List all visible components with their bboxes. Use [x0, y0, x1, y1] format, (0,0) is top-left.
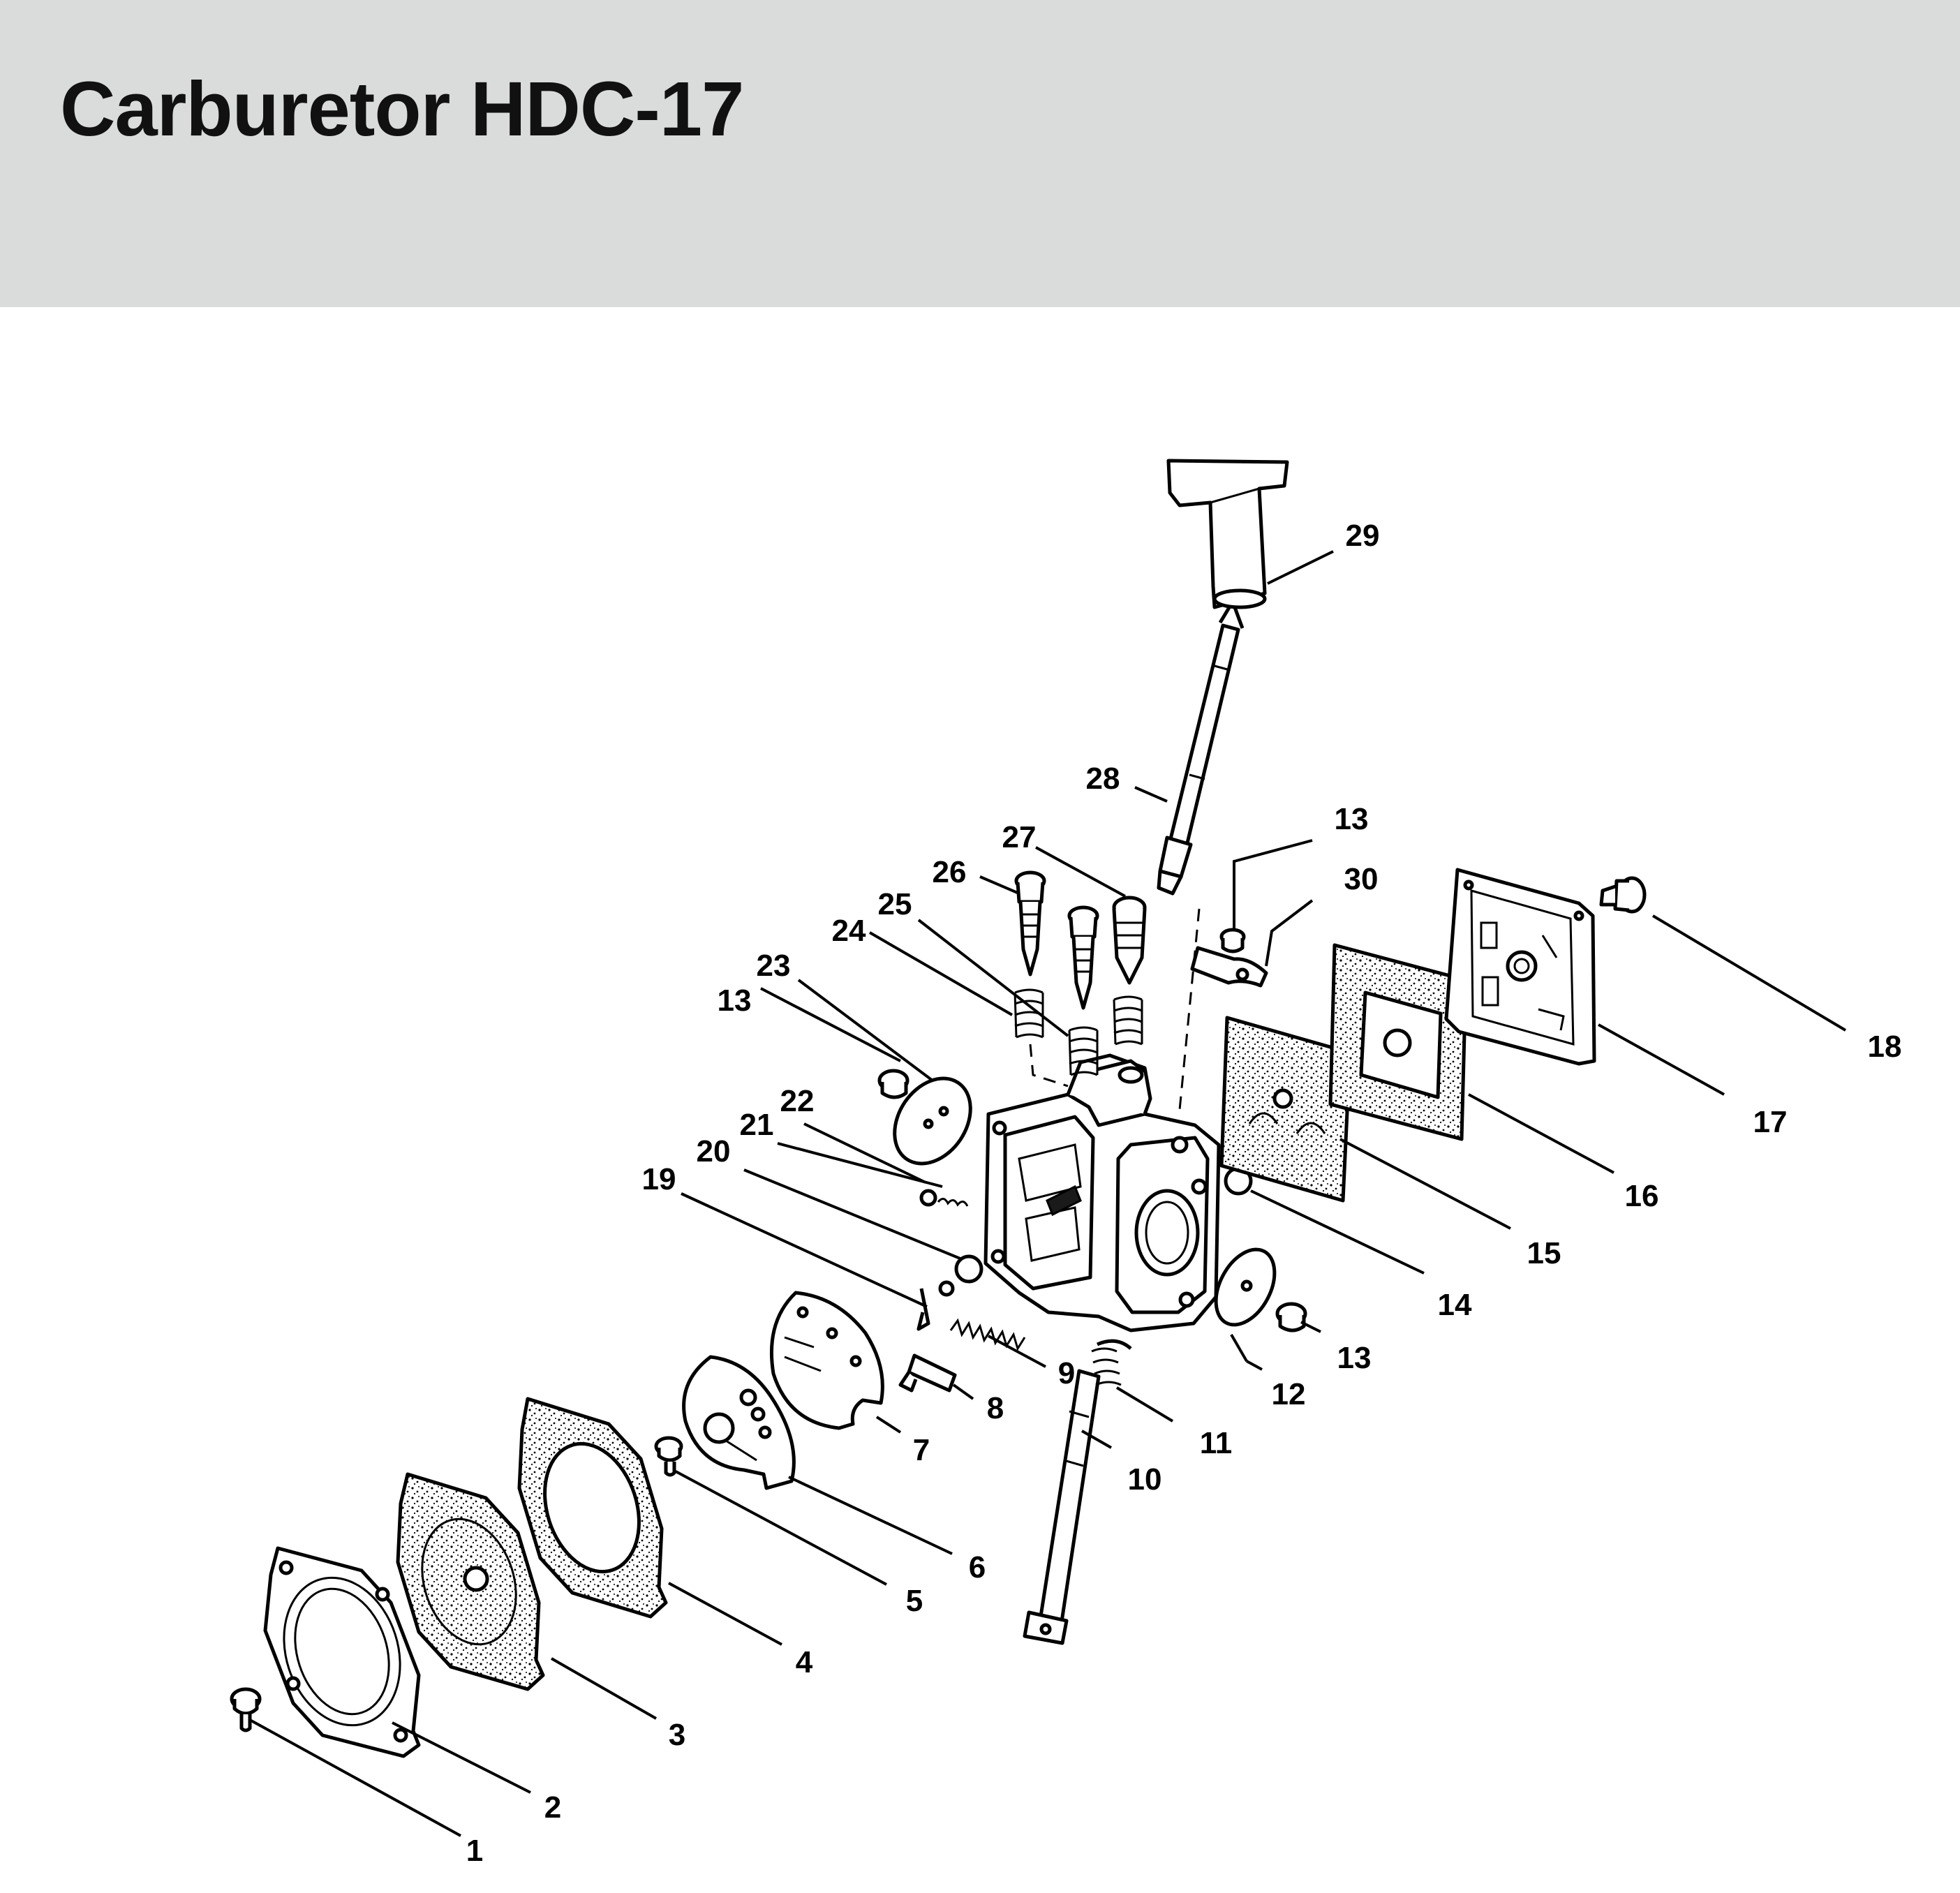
part-13-screw-upper [1219, 928, 1246, 953]
part-17-pump-cover [1444, 868, 1596, 1066]
callout-9: 9 [1058, 1356, 1075, 1390]
part-15-gasket [1219, 1016, 1352, 1203]
callout-3: 3 [669, 1718, 685, 1752]
part-2-cover-plate [263, 1546, 421, 1758]
callout-12: 12 [1272, 1377, 1306, 1411]
part-9-spring [949, 1318, 1026, 1351]
callout-30: 30 [1344, 862, 1379, 896]
part-10-throttle-shaft [1023, 1369, 1101, 1645]
part-25-adjusting-screw [1067, 905, 1099, 1010]
assembly-line-upper [1178, 908, 1201, 1111]
part-22-ball [919, 1189, 937, 1207]
callout-4: 4 [796, 1645, 813, 1679]
part-24-spring [1014, 988, 1044, 1039]
part-7-plate [770, 1291, 884, 1430]
callout-28: 28 [1086, 762, 1120, 796]
callout-13-upper: 13 [1335, 802, 1369, 836]
part-1-screw [230, 1687, 262, 1732]
part-27-idle-screw [1112, 896, 1147, 985]
callout-5: 5 [906, 1584, 923, 1618]
part-29-choke-lever [1166, 459, 1289, 609]
callout-26: 26 [933, 855, 967, 889]
part-11-spring [1091, 1339, 1132, 1386]
part-20-screen [954, 1254, 983, 1284]
callout-10: 10 [1128, 1462, 1162, 1497]
callout-18: 18 [1868, 1030, 1902, 1064]
part-8-needle [898, 1353, 957, 1393]
part-3-diaphragm [396, 1472, 545, 1691]
part-25-spring [1068, 1026, 1099, 1076]
callout-25: 25 [878, 887, 912, 921]
callout-8: 8 [987, 1391, 1004, 1425]
assembly-line-spring [1029, 1044, 1069, 1087]
callout-21: 21 [740, 1108, 774, 1142]
part-6-metering-plate [682, 1355, 796, 1490]
callout-29: 29 [1346, 519, 1380, 553]
part-26-adjusting-screw [1014, 870, 1046, 977]
part-27-spring [1113, 995, 1143, 1046]
callout-15: 15 [1527, 1236, 1561, 1270]
part-12-throttle-plate [1214, 1247, 1277, 1327]
part-30-bracket [1190, 946, 1268, 988]
part-4-gasket [517, 1397, 668, 1619]
callout-13-left: 13 [718, 983, 752, 1018]
header-band [0, 0, 1960, 307]
part-21-spring [937, 1198, 969, 1207]
callout-6: 6 [969, 1550, 986, 1584]
part-18-screw [1599, 876, 1647, 914]
leader-lines [249, 550, 1847, 1837]
part-13-screw-lower [1275, 1302, 1307, 1332]
callout-13-lower: 13 [1337, 1341, 1372, 1375]
callout-7: 7 [913, 1433, 930, 1467]
callout-22: 22 [780, 1084, 815, 1118]
callout-24: 24 [832, 914, 866, 948]
callout-17: 17 [1753, 1105, 1788, 1139]
part-13-screw-left [877, 1069, 910, 1099]
callout-1: 1 [466, 1834, 483, 1868]
callout-16: 16 [1625, 1179, 1659, 1213]
callout-14: 14 [1438, 1288, 1472, 1322]
callout-23: 23 [757, 949, 791, 983]
callout-20: 20 [697, 1134, 731, 1168]
callout-2: 2 [544, 1790, 561, 1825]
part-16-gasket [1328, 943, 1468, 1141]
callout-labels: 1 2 3 4 5 6 7 8 9 10 11 12 13 13 13 14 1… [466, 519, 1902, 1868]
callout-27: 27 [1002, 820, 1037, 854]
callout-19: 19 [642, 1162, 676, 1196]
part-23-choke-plate [893, 1076, 972, 1166]
part-28-choke-shaft [1157, 600, 1245, 896]
part-5-screw [654, 1436, 683, 1477]
page-title: Carburetor HDC-17 [60, 66, 744, 152]
carburetor-body [983, 1053, 1221, 1332]
callout-11: 11 [1200, 1426, 1233, 1460]
